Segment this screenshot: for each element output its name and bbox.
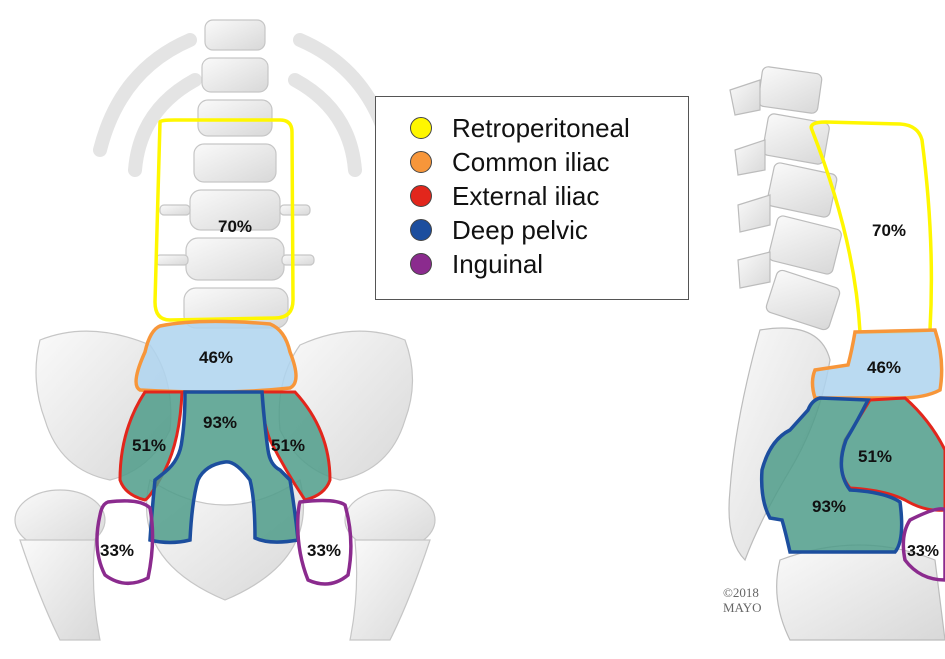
frontal-deep-pelvic-pct: 93% — [203, 413, 237, 432]
legend-label: External iliac — [452, 181, 599, 212]
legend: Retroperitoneal Common iliac External il… — [375, 96, 689, 300]
lateral-retroperitoneal-pct: 70% — [872, 221, 906, 240]
lateral-external-iliac-pct: 51% — [858, 447, 892, 466]
legend-item-retroperitoneal: Retroperitoneal — [376, 111, 630, 145]
legend-label: Retroperitoneal — [452, 113, 630, 144]
legend-label: Deep pelvic — [452, 215, 588, 246]
frontal-inguinal-right-pct: 33% — [307, 541, 341, 560]
frontal-external-iliac-right-pct: 51% — [271, 436, 305, 455]
lateral-inguinal-pct: 33% — [907, 543, 939, 560]
lateral-deep-pelvic-pct: 93% — [812, 497, 846, 516]
common-iliac-swatch — [410, 151, 432, 173]
inguinal-swatch — [410, 253, 432, 275]
retroperitoneal-swatch — [410, 117, 432, 139]
frontal-inguinal-left-pct: 33% — [100, 541, 134, 560]
legend-item-external-iliac: External iliac — [376, 179, 599, 213]
frontal-common-iliac-pct: 46% — [199, 348, 233, 367]
copyright-owner: MAYO — [723, 600, 783, 615]
lumbar-spine — [156, 20, 314, 328]
external-iliac-swatch — [410, 185, 432, 207]
copyright: ©2018 MAYO — [723, 585, 783, 615]
deep-pelvic-swatch — [410, 219, 432, 241]
legend-item-common-iliac: Common iliac — [376, 145, 610, 179]
legend-item-deep-pelvic: Deep pelvic — [376, 213, 588, 247]
copyright-year: ©2018 — [723, 585, 783, 600]
frontal-external-iliac-left-pct: 51% — [132, 436, 166, 455]
legend-item-inguinal: Inguinal — [376, 247, 543, 281]
frontal-retroperitoneal-pct: 70% — [218, 217, 252, 236]
legend-label: Common iliac — [452, 147, 610, 178]
lateral-common-iliac-pct: 46% — [867, 358, 901, 377]
legend-label: Inguinal — [452, 249, 543, 280]
